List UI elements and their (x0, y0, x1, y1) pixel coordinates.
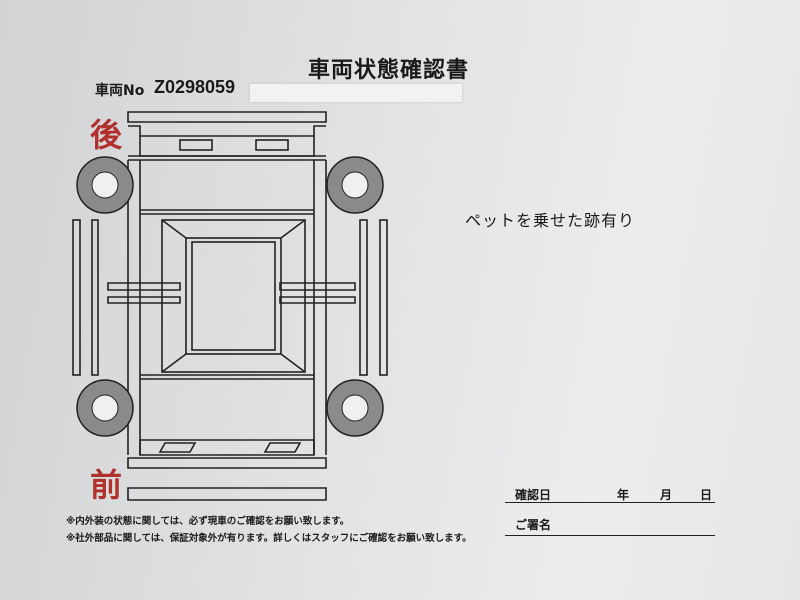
right-side-bar-inner (359, 219, 368, 376)
rear-bracket (128, 125, 326, 136)
signature-label: ご署名 (515, 518, 552, 532)
condition-note: ペットを乗せた跡有り (465, 211, 636, 230)
body-outline (127, 155, 327, 455)
signature-line (505, 535, 715, 536)
vehicle-number-label: 車両No (95, 83, 145, 99)
month-label: 月 (660, 488, 673, 502)
rear-light-left (179, 139, 213, 151)
front-lip (127, 487, 327, 501)
left-side-bar-inner (91, 219, 99, 376)
right-side-bar-outer (379, 219, 388, 376)
redaction-strip (250, 84, 462, 102)
footnote: ※社外部品に関しては、保証対象外が有ります。詳しくはスタッフにご確認をお願い致し… (66, 533, 472, 544)
wheels (76, 156, 384, 437)
body-crosslines (140, 209, 314, 380)
day-label: 日 (700, 488, 713, 502)
headlights (158, 442, 302, 453)
left-side-bar-outer (72, 219, 81, 376)
roof-frame (185, 237, 282, 355)
document-title: 車両状態確認書 (308, 58, 470, 83)
front-label: 前 (90, 466, 123, 504)
right-door-bars (279, 282, 356, 304)
cabin-pillars (161, 219, 306, 373)
year-label: 年 (617, 488, 630, 502)
footnote: ※内外装の状態に関しては、必ず現車のご確認をお願い致します。 (66, 516, 350, 527)
date-label: 確認日 (515, 488, 552, 502)
vehicle-number-value: Z0298059 (154, 77, 236, 97)
front-bumper (127, 457, 327, 469)
rear-light-right (255, 139, 289, 151)
roof (191, 241, 276, 351)
rear-bumper (127, 111, 327, 123)
date-line (505, 502, 715, 503)
left-door-bars (107, 282, 181, 304)
cabin-outer (161, 219, 306, 373)
rear-label: 後 (90, 116, 123, 154)
hood-front (139, 439, 315, 456)
